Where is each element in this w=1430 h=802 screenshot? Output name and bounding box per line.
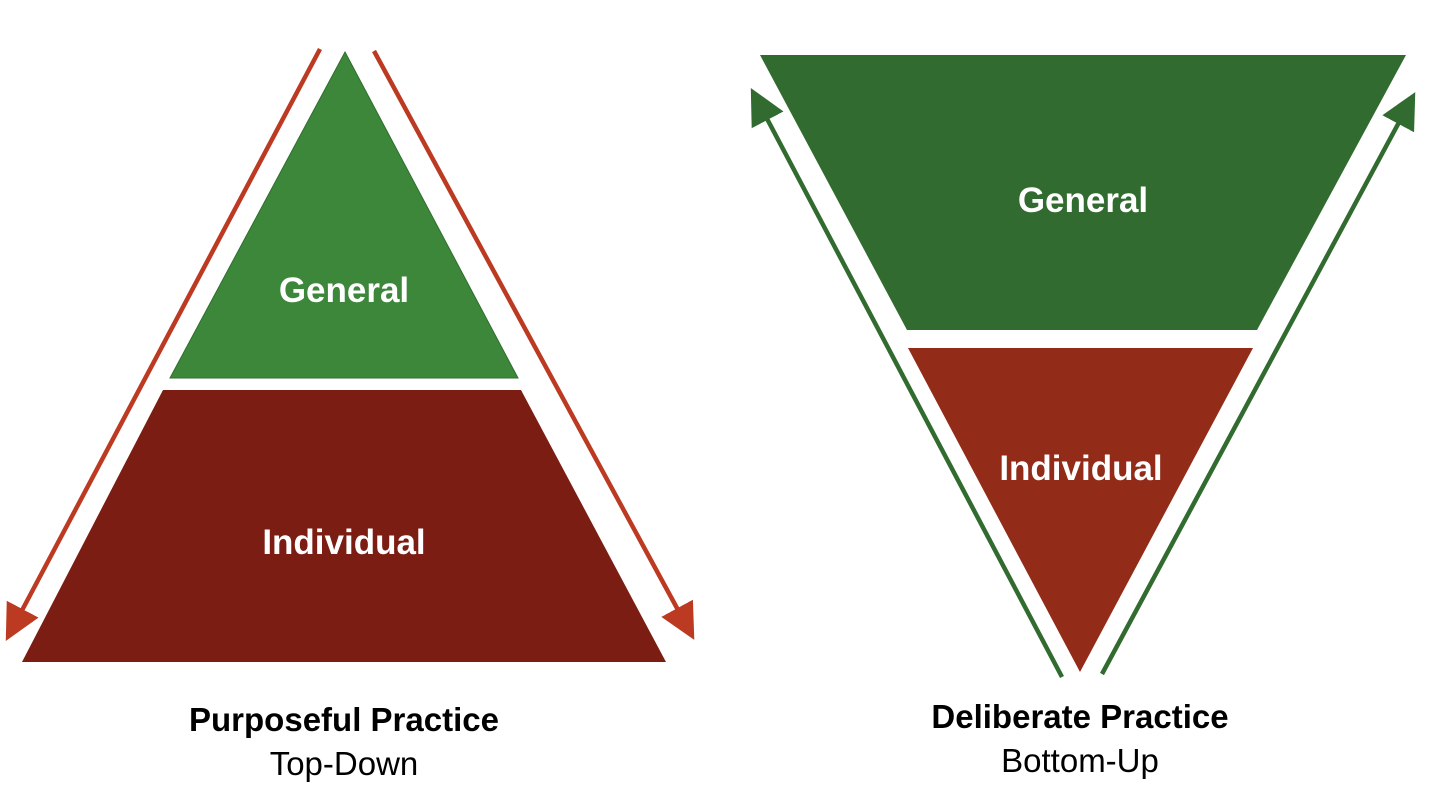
individual-layer — [22, 390, 666, 662]
general-label: General — [279, 271, 409, 310]
individual-label: Individual — [999, 449, 1162, 488]
deliberate-practice-pyramid: General Individual — [750, 55, 1416, 679]
deliberate-practice-caption: Deliberate Practice Bottom-Up — [780, 695, 1380, 783]
general-layer — [169, 50, 519, 379]
caption-subtitle: Top-Down — [269, 745, 419, 782]
up-arrow-right — [1100, 92, 1416, 676]
caption-title: Deliberate Practice — [931, 698, 1229, 735]
purposeful-practice-pyramid: General Individual — [5, 47, 695, 662]
up-arrow-left — [750, 88, 1064, 679]
down-arrow-left — [5, 47, 322, 641]
general-layer — [760, 55, 1406, 330]
caption-subtitle: Bottom-Up — [1001, 742, 1159, 779]
purposeful-practice-caption: Purposeful Practice Top-Down — [44, 698, 644, 786]
individual-layer — [908, 348, 1253, 672]
down-arrow-right — [372, 49, 695, 640]
caption-title: Purposeful Practice — [189, 701, 499, 738]
individual-label: Individual — [262, 523, 425, 562]
general-label: General — [1018, 181, 1148, 220]
